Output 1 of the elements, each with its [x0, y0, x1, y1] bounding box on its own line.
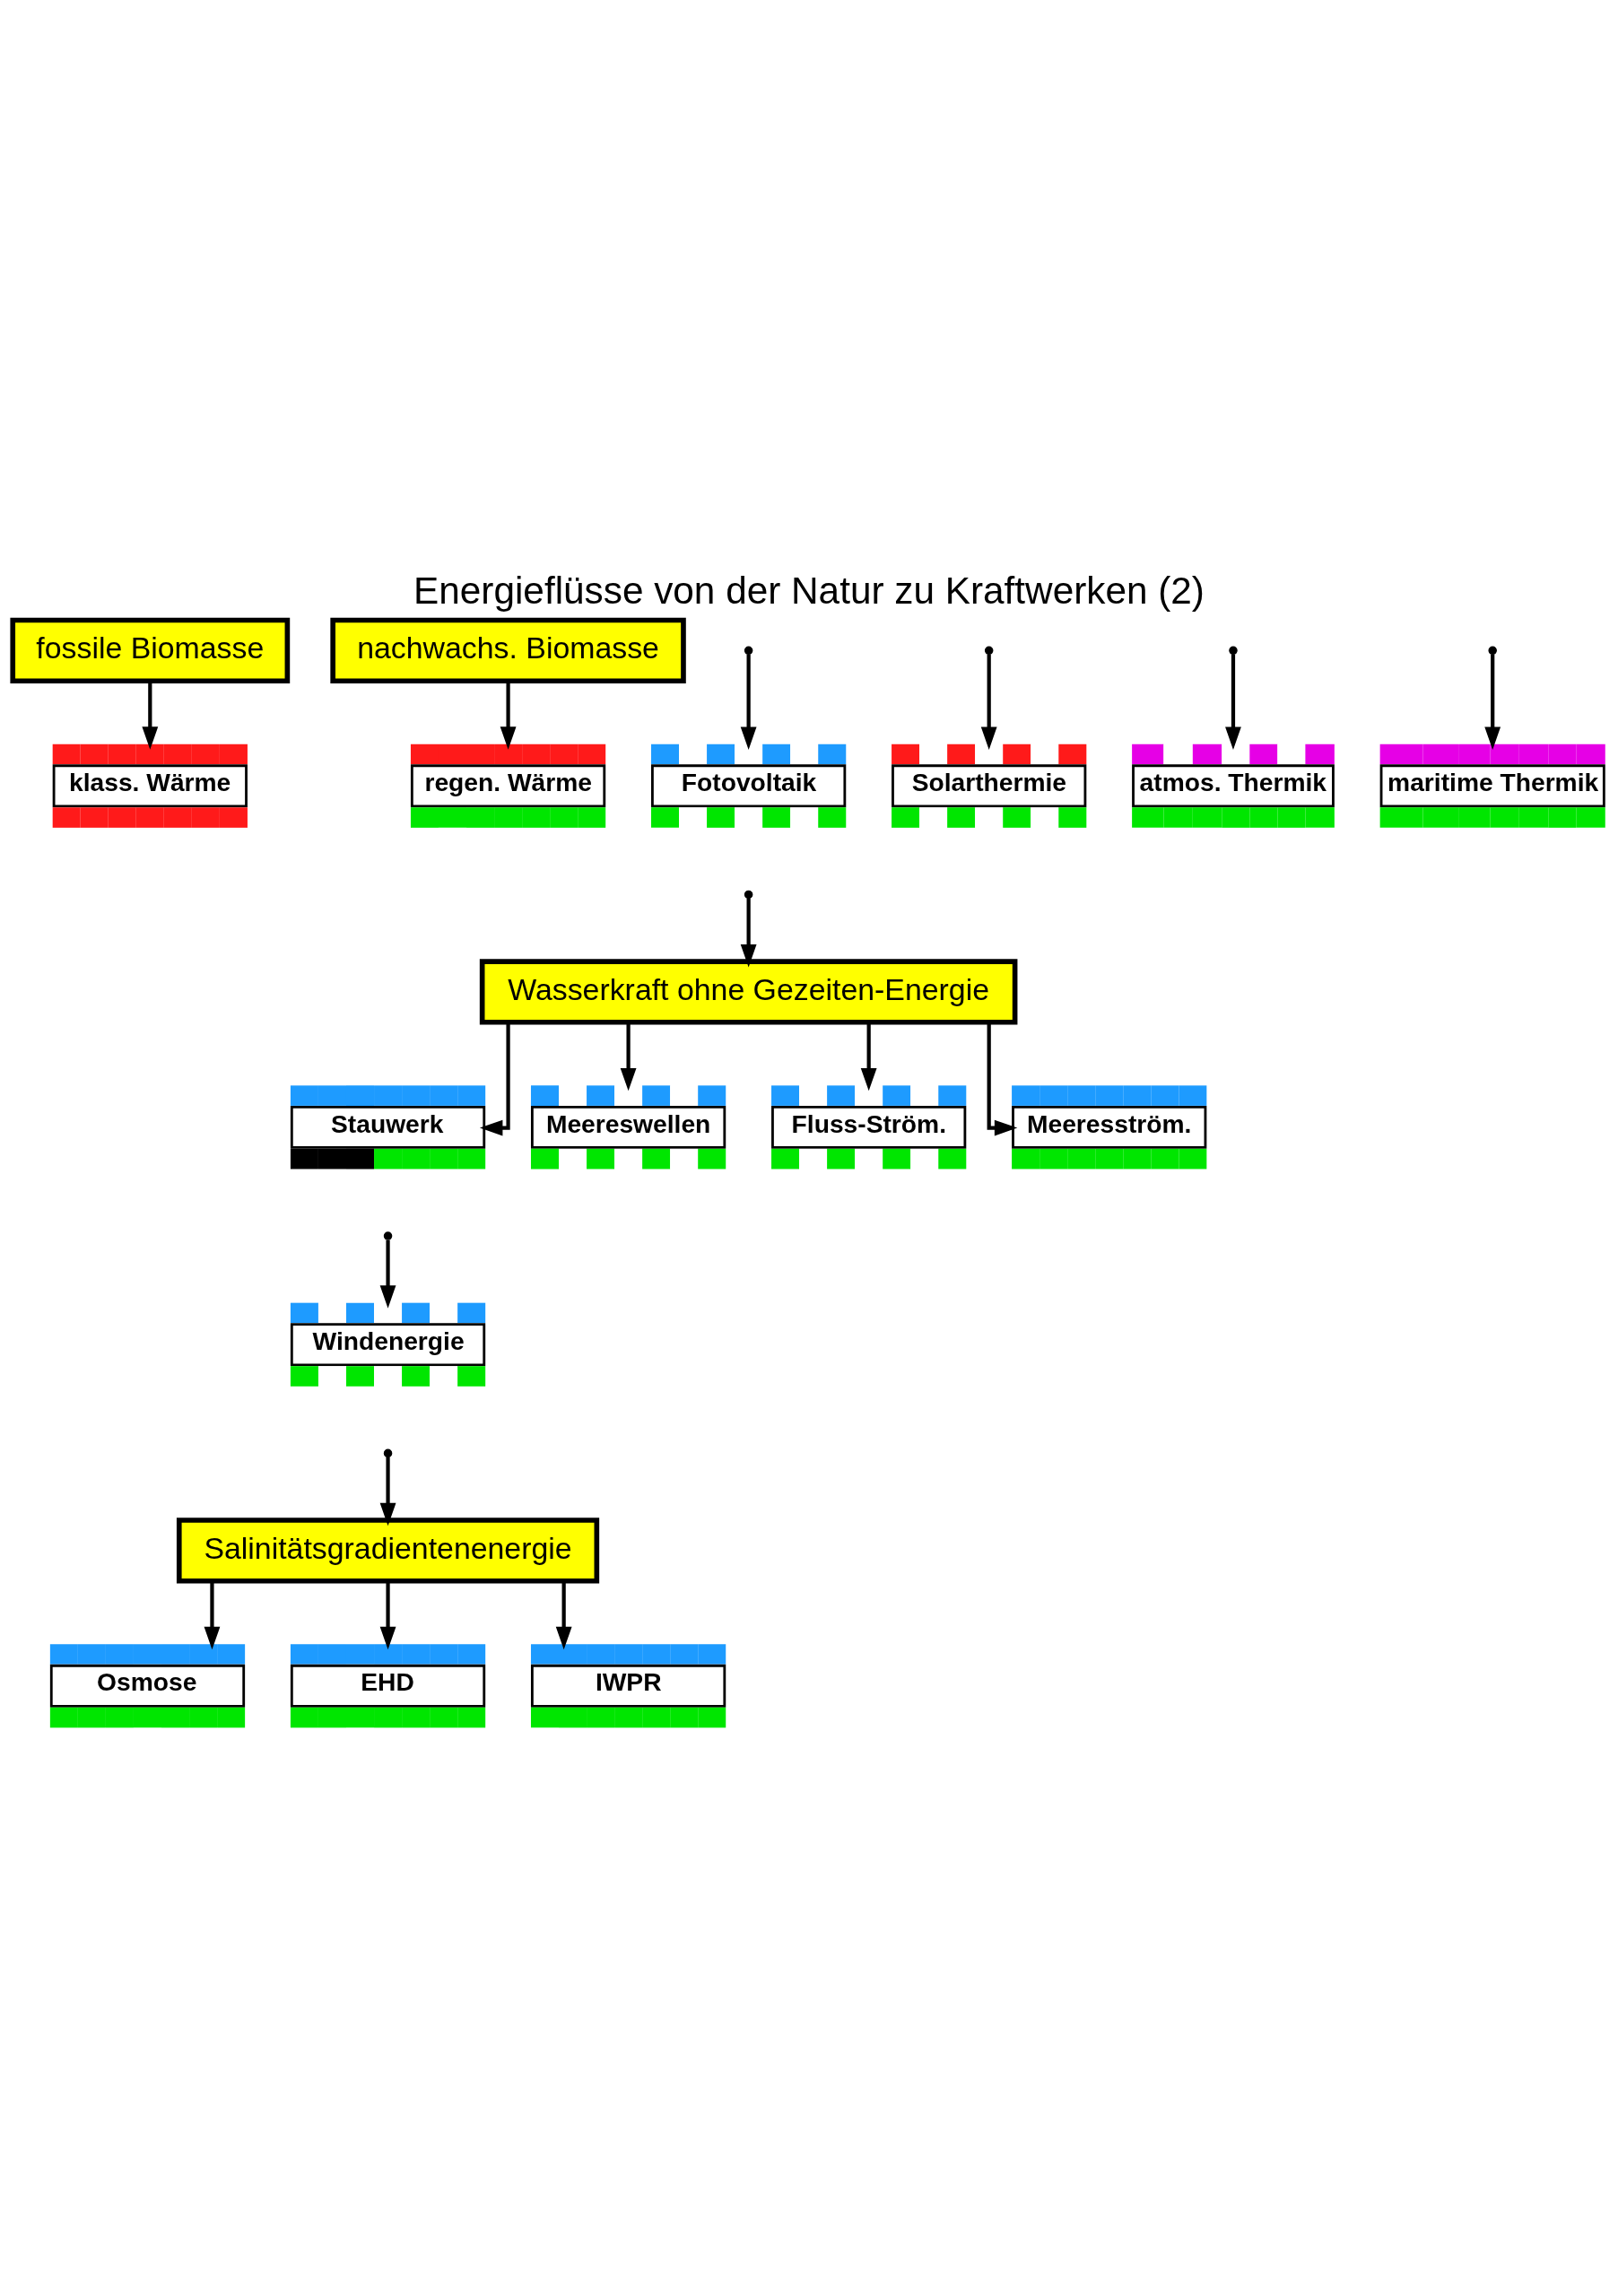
diagram-title: Energieflüsse von der Natur zu Kraftwerken (2) [413, 570, 1205, 613]
